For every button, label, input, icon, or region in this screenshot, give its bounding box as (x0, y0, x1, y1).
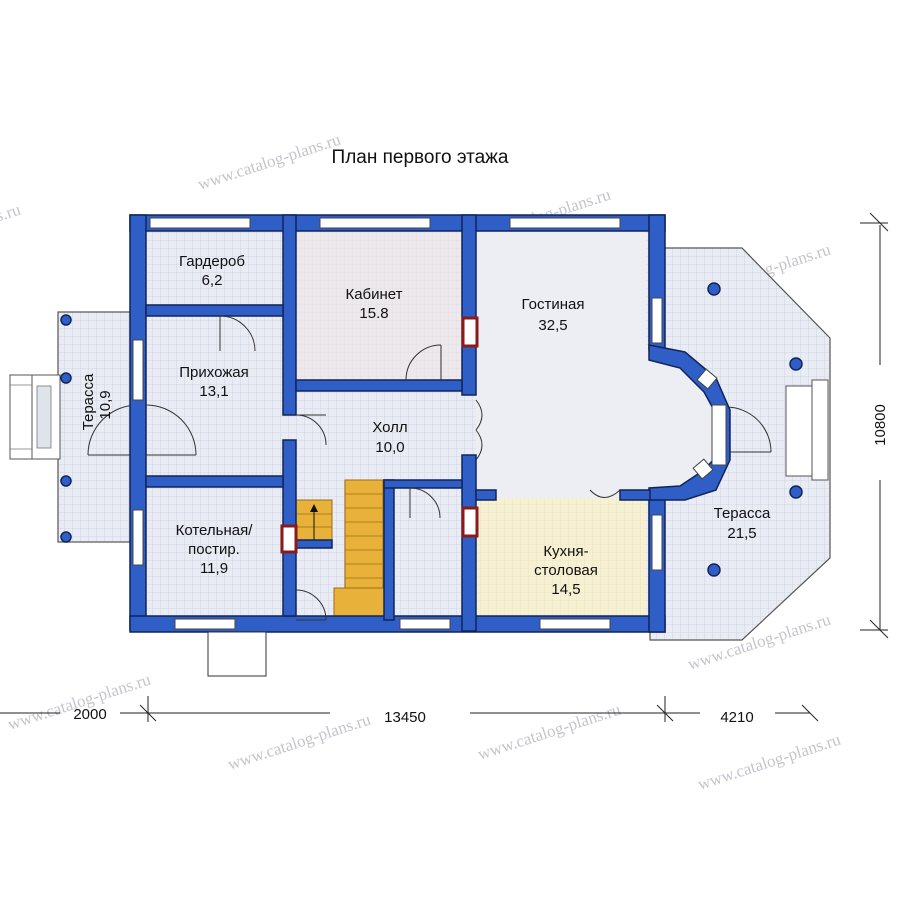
room-name-living: Гостиная (522, 296, 585, 313)
dimension-left: 2000 (73, 706, 106, 723)
column-icon (789, 485, 803, 499)
watermark: www.catalog-plans.ru (475, 700, 623, 764)
room-area-living: 32,5 (538, 317, 567, 334)
room-name-wardrobe: Гардероб (179, 253, 245, 270)
dimension-height: 10800 (872, 404, 889, 446)
watermark: www.catalog-plans.ru (695, 730, 843, 794)
column-icon (60, 531, 72, 543)
room-area-study: 15.8 (359, 305, 388, 322)
plan-title: План первого этажа (332, 147, 509, 168)
porch-step (207, 631, 267, 677)
room-name-terrace-left: Терасса (80, 373, 97, 430)
column-icon (707, 563, 721, 577)
room-area-hall-entry: 13,1 (199, 383, 228, 400)
fireplace-icon (280, 524, 298, 554)
room-name-kitchen: Кухня- (543, 543, 588, 560)
room-area-boiler: 11,9 (200, 560, 228, 577)
room-name-kitchen-2: столовая (534, 562, 598, 579)
dimension-lines (0, 212, 889, 722)
staircase (295, 479, 385, 625)
column-icon (60, 314, 72, 326)
watermark: www.catalog-plans.ru (195, 130, 343, 194)
column-icon (707, 282, 721, 296)
fireplace-icon (461, 316, 479, 348)
column-icon (60, 372, 72, 384)
room-name-study: Кабинет (345, 286, 402, 303)
room-area-kitchen: 14,5 (551, 581, 580, 598)
watermark: www.catalog-plans.ru (0, 200, 23, 264)
dimension-labels: 2000 13450 4210 10800 (73, 404, 889, 726)
room-area-hall: 10,0 (375, 439, 404, 456)
terrace-left (9, 311, 139, 543)
dimension-right: 4210 (720, 709, 753, 726)
windows (132, 217, 727, 630)
column-icon (60, 475, 72, 487)
floors (130, 215, 725, 630)
room-name-boiler: Котельная/ (176, 522, 254, 539)
fireplace-icon (461, 506, 479, 538)
room-name-hall: Холл (372, 419, 407, 436)
watermark: www.catalog-plans.ru (5, 670, 153, 734)
watermark: www.catalog-plans.ru (225, 710, 373, 774)
room-name-boiler-2: постир. (188, 541, 240, 558)
terrace-right (649, 247, 831, 641)
dimension-center: 13450 (384, 709, 426, 726)
column-icon (789, 357, 803, 371)
room-labels: Гардероб 6,2 Кабинет 15.8 Гостиная 32,5 … (80, 253, 771, 598)
room-area-terrace-right: 21,5 (727, 525, 756, 542)
room-area-terrace-left: 10,9 (97, 390, 114, 419)
room-name-hall-entry: Прихожая (179, 364, 249, 381)
room-name-terrace-right: Терасса (714, 505, 771, 522)
fireplaces (280, 316, 479, 554)
room-area-wardrobe: 6,2 (202, 272, 223, 289)
